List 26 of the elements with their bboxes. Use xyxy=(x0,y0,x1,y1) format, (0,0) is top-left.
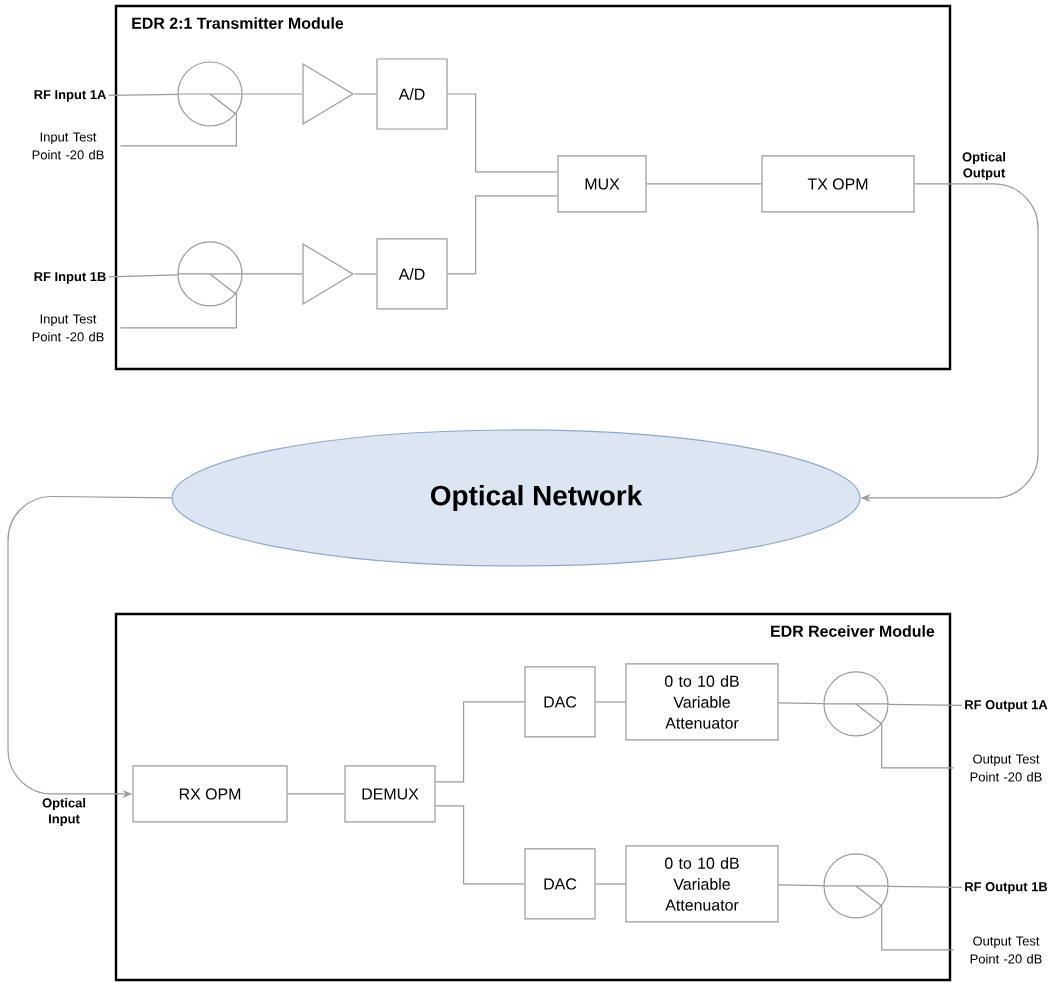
connector xyxy=(888,885,963,888)
coupler-symbol xyxy=(176,241,244,307)
connector xyxy=(435,701,525,783)
connector xyxy=(646,183,762,185)
connector xyxy=(119,292,237,329)
connector xyxy=(778,884,824,887)
connector xyxy=(287,793,345,795)
connector xyxy=(447,195,558,275)
coupler-symbol xyxy=(176,61,244,127)
connector xyxy=(595,701,626,703)
connector xyxy=(242,93,304,95)
connector xyxy=(447,93,558,173)
connector xyxy=(881,723,955,769)
connector xyxy=(108,274,179,278)
connector xyxy=(595,883,626,885)
coupler-symbol xyxy=(822,853,890,919)
connector xyxy=(119,112,237,147)
connector xyxy=(435,805,525,885)
connector xyxy=(354,93,377,95)
connector xyxy=(108,93,178,97)
connector xyxy=(242,273,304,275)
connector xyxy=(778,702,824,705)
coupler-symbol xyxy=(822,671,890,737)
connector xyxy=(881,905,955,951)
connector xyxy=(888,703,963,706)
connector xyxy=(354,273,377,275)
